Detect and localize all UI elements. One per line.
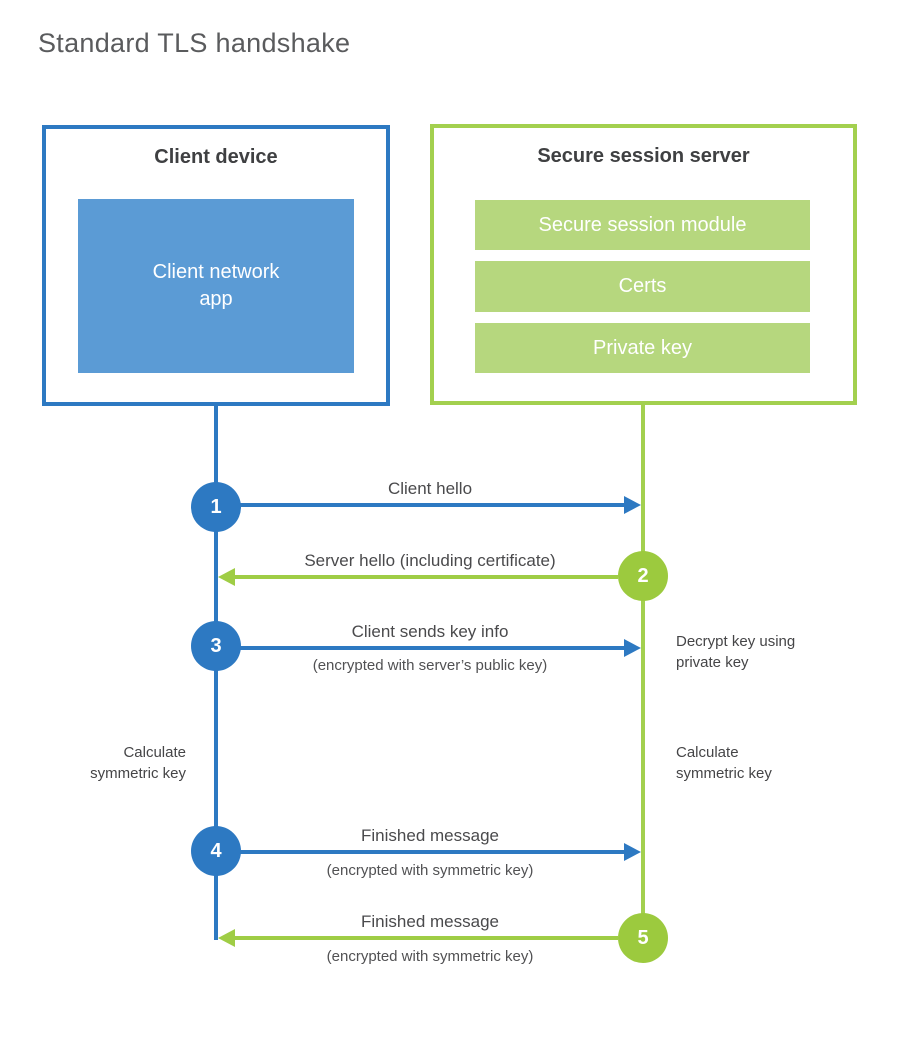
step4-arrow-line — [240, 850, 624, 854]
step5-circle: 5 — [618, 913, 668, 963]
server-module-certs: Certs — [475, 261, 810, 312]
step3-circle: 3 — [191, 621, 241, 671]
step3-arrow-line — [240, 646, 624, 650]
step2-label: Server hello (including certificate) — [304, 551, 556, 570]
step1-arrowhead-icon — [624, 496, 641, 514]
step2-arrow-line — [235, 575, 618, 579]
step5-label: Finished message — [361, 912, 499, 931]
step5-arrowhead-icon — [218, 929, 235, 947]
page-title: Standard TLS handshake — [38, 28, 351, 58]
step3-label: Client sends key info — [351, 622, 509, 641]
step1-circle: 1 — [191, 482, 241, 532]
step1-arrow-line — [240, 503, 624, 507]
step5-sublabel: (encrypted with symmetric key) — [326, 948, 534, 965]
server-heading: Secure session server — [537, 145, 750, 167]
step4-circle: 4 — [191, 826, 241, 876]
server-module-private-key: Private key — [475, 323, 810, 373]
client-calculate-note: Calculate symmetric key — [90, 744, 186, 782]
step5-arrow-line — [235, 936, 618, 940]
step4-sublabel: (encrypted with symmetric key) — [326, 862, 534, 879]
client-device-heading: Client device — [154, 146, 278, 168]
server-module-secure-session: Secure session module — [475, 200, 810, 250]
step3-sublabel: (encrypted with server’s public key) — [312, 657, 548, 674]
step4-arrowhead-icon — [624, 843, 641, 861]
client-network-app-label: Client network app — [152, 261, 280, 310]
client-network-app-box: Client network app — [78, 199, 354, 373]
server-lifeline — [641, 404, 645, 938]
client-lifeline — [214, 405, 218, 940]
step2-circle: 2 — [618, 551, 668, 601]
step4-label: Finished message — [361, 826, 499, 845]
server-decrypt-note: Decrypt key using private key — [676, 633, 796, 671]
step1-label: Client hello — [387, 479, 473, 498]
server-calculate-note: Calculate symmetric key — [676, 744, 772, 782]
step3-arrowhead-icon — [624, 639, 641, 657]
step2-arrowhead-icon — [218, 568, 235, 586]
